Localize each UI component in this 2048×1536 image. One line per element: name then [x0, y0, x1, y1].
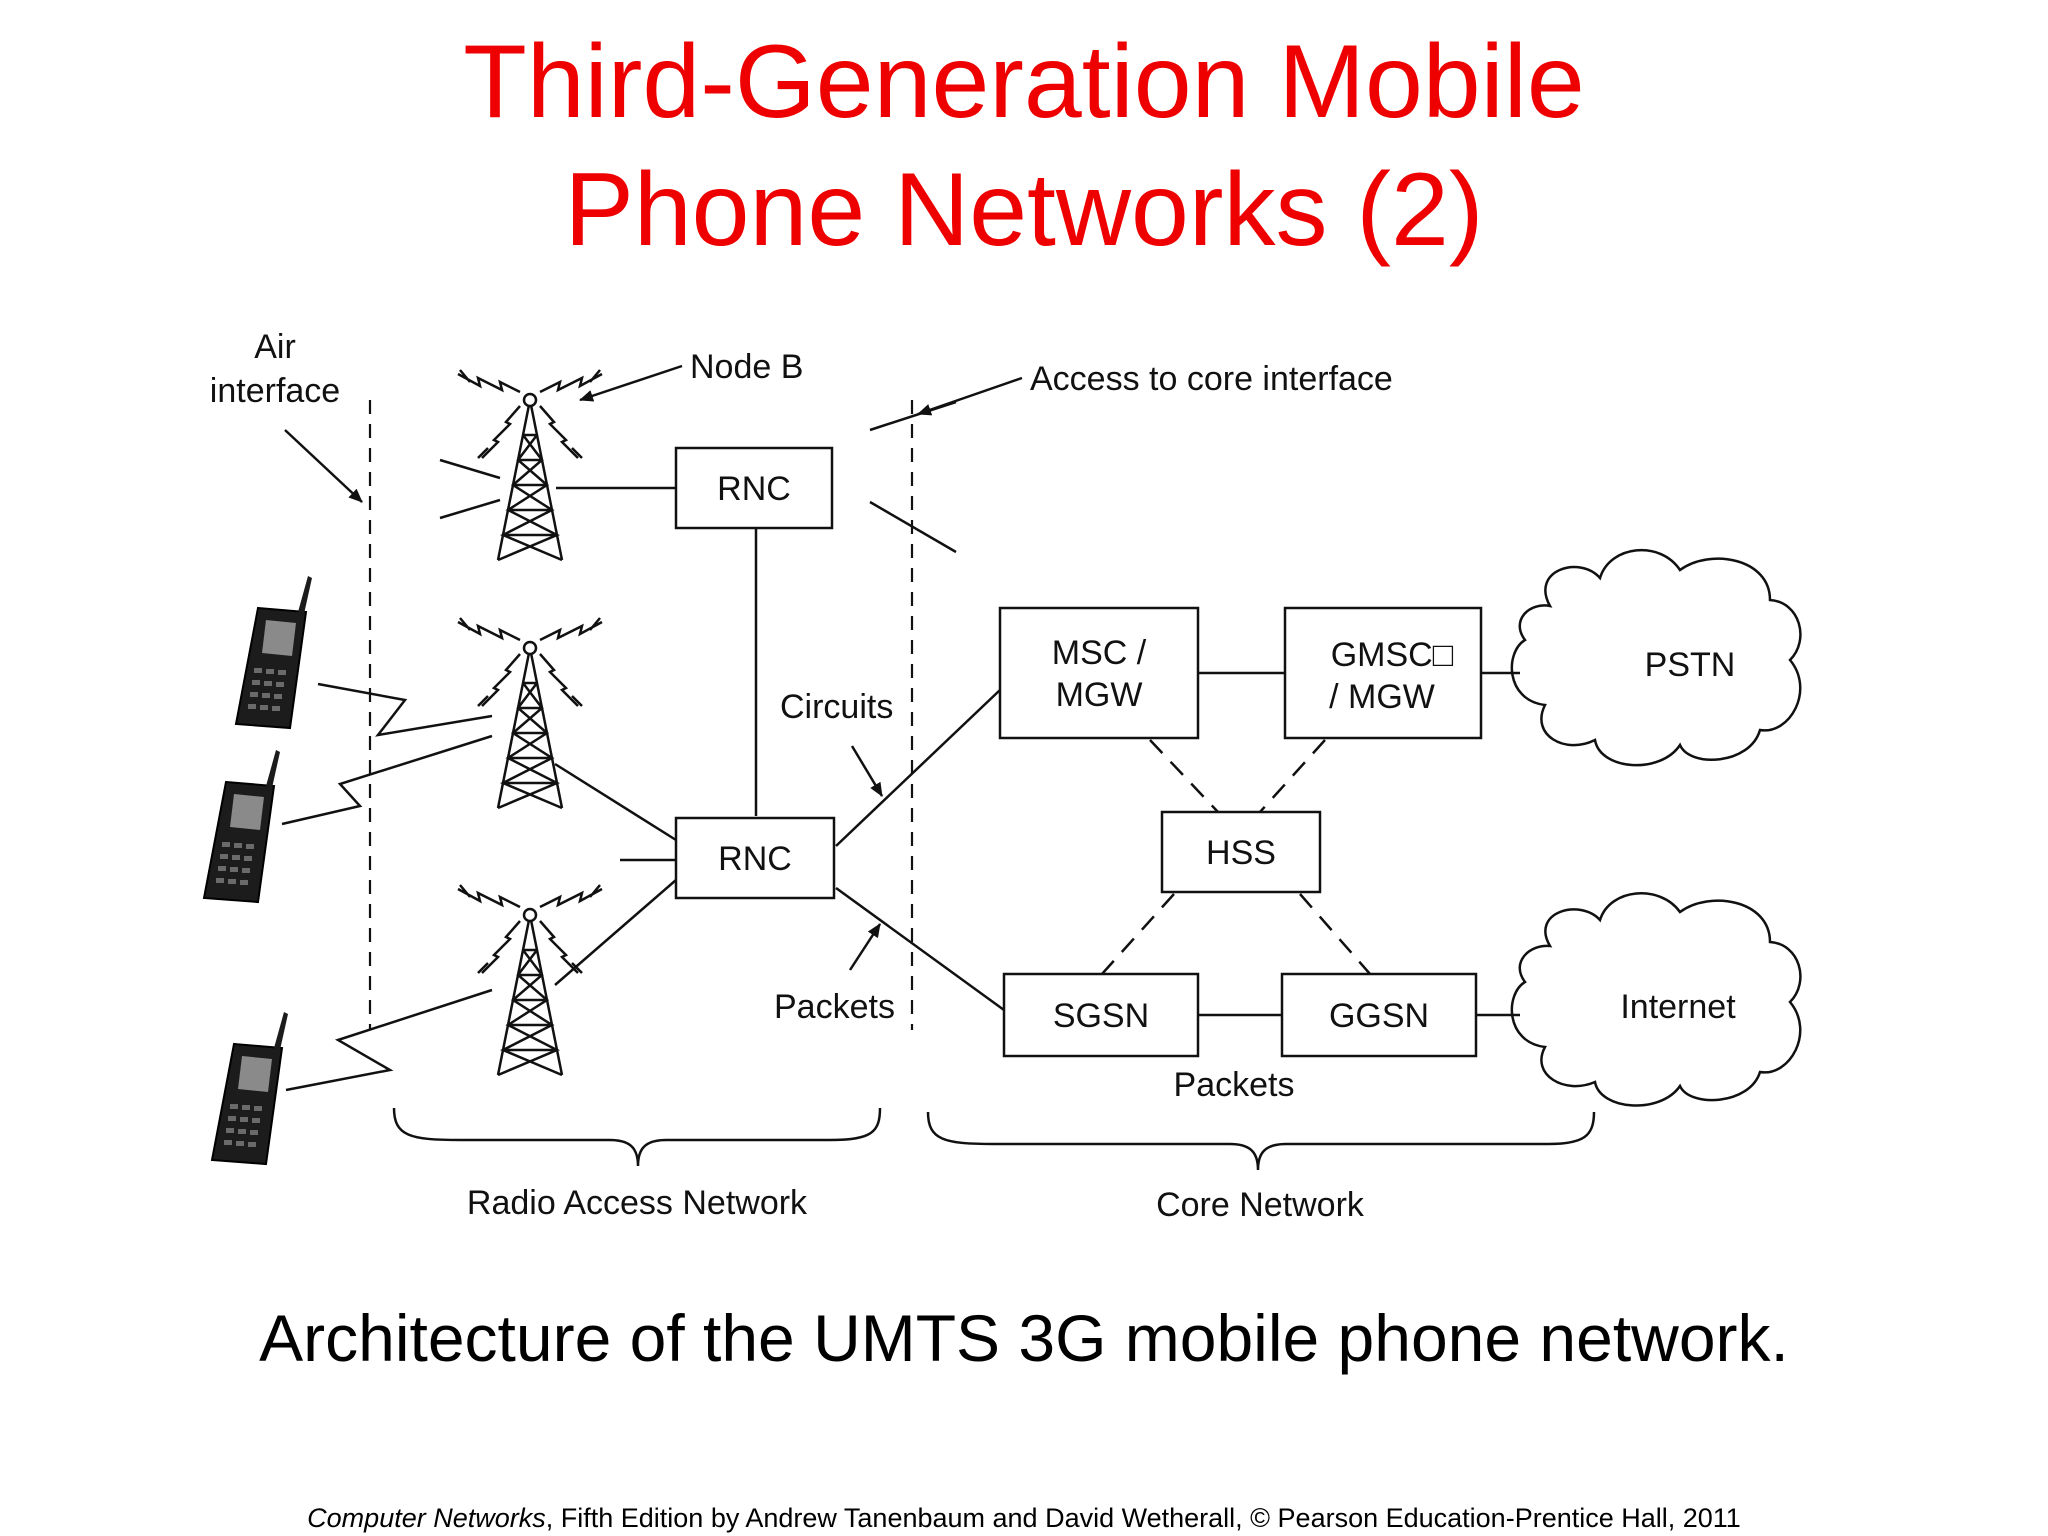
- node-b-label: Node B: [690, 348, 803, 386]
- slide-title-line1: Third-Generation Mobile: [463, 24, 1585, 140]
- core-network-brace: [926, 1111, 1596, 1171]
- packets-label-core: Packets: [1174, 1066, 1295, 1104]
- packets-link: [835, 886, 1005, 1012]
- rnc-top-box: [674, 446, 834, 530]
- air-interface-label-2: interface: [210, 372, 340, 410]
- node-b-tower-1: [456, 368, 604, 562]
- source-credit: Computer Networks, Fifth Edition by Andr…: [0, 1502, 2048, 1534]
- radio-link-2: [281, 734, 493, 826]
- radio-link-1: [317, 682, 493, 737]
- msc-label-1: MSC /: [1052, 634, 1147, 672]
- mobile-phone-1: [235, 575, 313, 729]
- figure-caption: Architecture of the UMTS 3G mobile phone…: [259, 1301, 1789, 1375]
- rnc-bottom-box: [674, 816, 836, 900]
- mobile-phone-3: [211, 1011, 289, 1165]
- rnc-top-label: RNC: [717, 470, 791, 508]
- packets-label-left: Packets: [774, 988, 895, 1026]
- ggsn-label: GGSN: [1329, 997, 1429, 1035]
- slide-title: Third-Generation Mobile Phone Networks (…: [0, 18, 2048, 274]
- internet-cloud: [1510, 892, 1802, 1107]
- msc-label-2: MGW: [1056, 676, 1143, 714]
- air-interface-label-1: Air: [254, 328, 296, 366]
- internet-label: Internet: [1620, 988, 1736, 1026]
- node-b-tower-3: [456, 883, 604, 1077]
- rnc-bottom-label: RNC: [718, 840, 792, 878]
- msc-mgw-box: [998, 606, 1200, 740]
- gmsc-label-1: GMSC□: [1331, 636, 1454, 674]
- sgsn-box: [1002, 972, 1200, 1058]
- radio-access-brace: [392, 1107, 882, 1167]
- ggsn-box: [1280, 972, 1478, 1058]
- circuits-link: [835, 689, 1001, 847]
- sgsn-label: SGSN: [1053, 997, 1149, 1035]
- gmsc-label-2: / MGW: [1329, 678, 1435, 716]
- credit-book-title: Computer Networks: [307, 1503, 546, 1533]
- credit-details: , Fifth Edition by Andrew Tanenbaum and …: [545, 1503, 1741, 1533]
- air-interface-arrow: [284, 429, 363, 503]
- mobile-phone-2: [203, 749, 281, 903]
- hss-box: [1160, 810, 1322, 894]
- pstn-cloud: [1510, 548, 1802, 767]
- core-network-label: Core Network: [1156, 1186, 1365, 1224]
- pstn-label: PSTN: [1645, 646, 1736, 684]
- radio-access-network-label: Radio Access Network: [467, 1184, 808, 1222]
- access-core-label: Access to core interface: [1030, 360, 1393, 398]
- hss-label: HSS: [1206, 834, 1276, 872]
- circuits-label: Circuits: [780, 688, 893, 726]
- slide-title-line2: Phone Networks (2): [564, 152, 1484, 268]
- radio-link-3: [285, 988, 493, 1092]
- node-b-arrow: [579, 364, 683, 402]
